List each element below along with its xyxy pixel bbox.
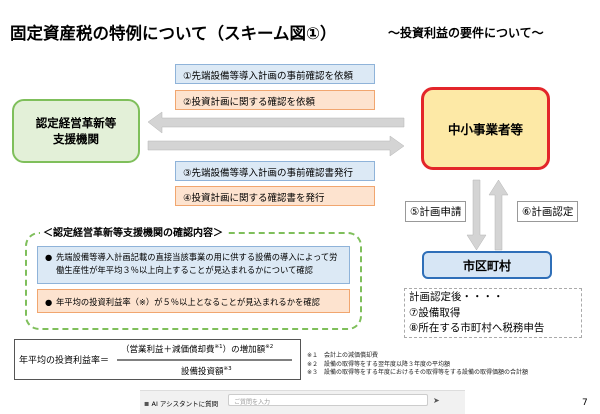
roi-formula-box: [14, 339, 301, 380]
after-approval-line: ⑦設備取得: [409, 306, 461, 319]
after-approval-box: 計画認定後・・・・ ⑦設備取得 ⑧所在する市町村へ税務申告: [404, 288, 582, 338]
support-org-line2: 支援機関: [53, 132, 99, 146]
municipality-label: 市区町村: [462, 258, 511, 273]
step-3-box: ③先端設備等導入計画の事前確認書発行: [175, 161, 375, 181]
arrow-down: [466, 179, 487, 251]
arrow-to-org: [147, 111, 405, 134]
denominator-sup: ※3: [223, 366, 232, 373]
send-icon[interactable]: ➤: [433, 396, 440, 405]
ai-assistant-button[interactable]: ▪ AI アシスタントに質問: [144, 398, 218, 408]
plan-approve-label: ⑥計画認定: [517, 201, 579, 222]
confirmation-item-text: 先端設備等導入計画記載の直接当該事業の用に供する設備の導入によって労働生産性が年…: [56, 252, 338, 275]
sme-label: 中小事業者等: [447, 122, 523, 137]
formula-lhs: 年平均の投資利益率＝: [19, 356, 110, 366]
footnote: ※３ 設備の取得等をする年度におけるその取得等をする設備の取得価額の合計額: [307, 369, 529, 376]
bullet-icon: ●: [45, 252, 53, 262]
step-2-box: ②投資計画に関する確認を依頼: [175, 90, 375, 110]
assistant-question-input[interactable]: ご質問を入力: [228, 394, 428, 406]
formula-numerator: （営業利益＋減価償却費※1）の増加額※2: [121, 343, 273, 355]
sme-box: 中小事業者等: [421, 87, 550, 170]
page-number: 7: [582, 398, 588, 408]
arrow-to-sme: [147, 135, 405, 157]
formula-denominator: 設備投資額※3: [181, 365, 232, 377]
plan-apply-label: ⑤計画申請: [405, 201, 467, 222]
step-4-box: ④投資計画に関する確認書を発行: [175, 186, 375, 206]
after-approval-line: ⑧所在する市町村へ税務申告: [409, 322, 545, 334]
confirmation-item-roi: ● 年平均の投資利益率（※）が５％以上となることが見込まれるかを確認: [37, 289, 350, 313]
numerator-sup: ※1: [214, 344, 223, 351]
confirmation-title: ＜認定経営革新等支援機関の確認内容＞: [40, 224, 226, 239]
step-1-box: ①先端設備等導入計画の事前確認を依頼: [175, 64, 375, 84]
page-title: 固定資産税の特例について（スキーム図①）: [10, 24, 337, 43]
footnote: ※２ 設備の取得等をする翌年度以降３年度の平均額: [307, 360, 451, 368]
bullet-icon: ●: [45, 297, 53, 307]
municipality-box: 市区町村: [422, 251, 552, 279]
arrow-up: [488, 179, 509, 251]
denominator-text: 設備投資額: [181, 367, 224, 377]
footnotes: ※１ 会計上の減価償却費 ※２ 設備の取得等をする翌年度以降３年度の平均額 ※３…: [307, 352, 528, 378]
support-org-line1: 認定経営革新等: [35, 116, 117, 130]
confirmation-item-text: 年平均の投資利益率（※）が５％以上となることが見込まれるかを確認: [56, 297, 320, 307]
after-approval-line: 計画認定後・・・・: [409, 291, 504, 303]
footnote: ※１ 会計上の減価償却費: [307, 352, 379, 359]
support-organization-box: 認定経営革新等 支援機関: [12, 99, 140, 163]
chat-icon: ▪: [144, 399, 150, 408]
numerator-tail: ）の増加額: [222, 345, 266, 355]
page-subtitle: ～投資利益の要件について～: [388, 26, 544, 40]
ai-assistant-label: AI アシスタントに質問: [151, 400, 219, 408]
numerator-text: （営業利益＋減価償却費: [121, 345, 215, 355]
numerator-tail-sup: ※2: [265, 344, 274, 351]
confirmation-item-productivity: ● 先端設備等導入計画記載の直接当該事業の用に供する設備の導入によって労働生産性…: [37, 246, 350, 284]
